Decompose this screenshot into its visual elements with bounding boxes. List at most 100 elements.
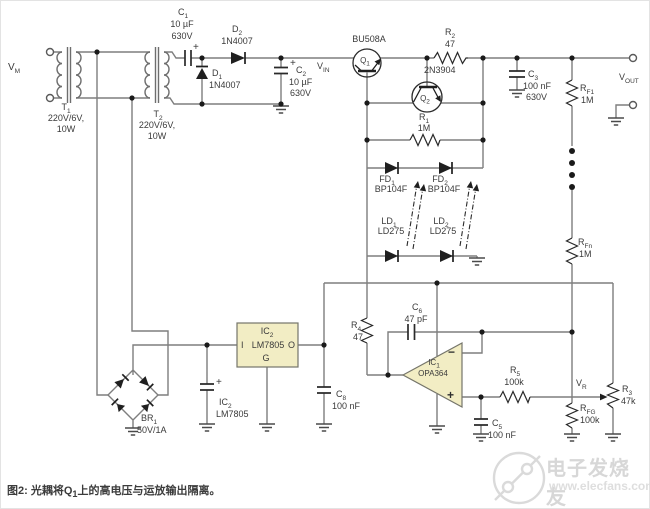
label-c5-name: C5 [492,418,503,431]
elecfans-logo-icon [492,451,546,505]
label-vout: VOUT [619,72,639,85]
resistor-r5-icon [499,390,531,405]
transistor-q1-icon [352,48,382,78]
input-terminal-bottom [45,93,55,103]
label-d2-name: D2 [231,24,243,37]
label-t2-name: T2 [153,109,163,122]
label-ic1-part: OPA364 [418,369,448,378]
label-ld1-part: LD275 [377,226,405,236]
regulator-ic2-box [236,322,299,368]
label-q2-name: Q2 [420,94,430,106]
label-rf1-value: 1M [581,95,594,105]
bridge-diode-icon [140,404,149,413]
label-fd1-part: BP104F [374,184,408,194]
vout-return-terminal [628,100,638,110]
label-rfg-name: RFG [580,403,596,416]
label-ld1-name: LD1 [381,216,397,229]
label-br1-value: 50V/1A [137,425,167,435]
label-r4-name: R4 [351,320,362,333]
label-c5-value: 100 nF [488,430,517,440]
diode-symbols [114,52,453,413]
capacitor-symbols [184,50,525,426]
transistor-symbols [352,48,443,113]
label-vr: VR [576,378,587,391]
label-t1-power: 10W [56,124,76,134]
label-q1-part: BU508A [352,34,386,44]
label-t1-rating: 220V/6V, [47,113,85,123]
label-ic2-pin-gnd: G [262,353,270,363]
bridge-diode-icon [117,404,126,413]
label-c8-name: C8 [336,389,347,402]
label-t2-rating: 220V/6V, [138,120,176,130]
c1-polarity-plus: + [193,42,199,53]
label-c1-value: 10 µF [170,19,194,29]
vout-terminal [628,53,638,63]
photodiode-fd1-icon [385,162,398,174]
filter-cap-polarity-plus: + [216,377,222,388]
wire-layer [53,51,630,434]
watermark-url: www.elecfans.com [549,479,650,493]
diode-d2-icon [231,52,245,64]
label-t1-name: T1 [61,102,71,115]
label-fd2-name: FD2 [432,174,448,187]
label-ic2-pin-out: O [288,340,296,350]
watermark-brand: 电子发烧友 [546,458,630,509]
transistor-q2-icon [411,81,443,113]
bridge-diode-icon [139,376,149,386]
resistor-r2-icon [433,51,468,65]
label-d1-name: D1 [212,68,223,81]
photodiode-fd2-icon [439,162,452,174]
label-filter-cap-name: IC2 [219,397,232,410]
resistor-rfn-icon [565,237,579,265]
transformer-symbols [56,47,170,103]
label-r4-value: 47 [353,332,364,342]
label-d2-part: 1N4007 [221,36,253,46]
label-c8-value: 100 nF [332,401,361,411]
optical-arrowheads [413,181,480,192]
label-vin: VIN [317,61,330,74]
label-r2-name: R2 [444,27,456,40]
resistor-r1-icon [409,133,441,148]
label-br1-name: BR1 [141,413,158,426]
label-r3-name: R3 [622,384,633,397]
label-r5-value: 100k [504,377,524,387]
label-fd1-name: FD1 [379,174,395,187]
label-rfn-value: 1M [579,249,592,259]
label-ic2-name: IC2 [260,326,274,339]
label-c3-value: 100 nF [523,81,552,91]
terminal-circles [45,47,638,110]
resistor-r3-icon [605,382,621,409]
label-r5-name: R5 [509,365,521,378]
label-c2-name: C2 [296,65,307,78]
label-t2-power: 10W [147,131,167,141]
label-q1-name: Q1 [360,56,370,68]
opamp-ic1-triangle [401,341,463,409]
resistor-r4-icon [360,317,374,344]
transformer-t2-icon [144,47,170,103]
label-ic2-part: LM7805 [251,340,285,350]
label-c3-voltage: 630V [526,92,548,102]
resistor-symbols [360,51,621,429]
optical-link-arrows [406,183,477,250]
label-filter-cap-part: LM7805 [216,409,249,419]
diode-bars [111,52,454,407]
label-ic1-name: IC1 [428,358,440,370]
label-c6-value: 47 pF [404,314,428,324]
label-r2-value: 47 [444,39,456,49]
label-c1-voltage: 630V [171,31,193,41]
label-r1-name: R1 [418,112,430,125]
label-rfg-value: 100k [580,415,600,425]
led-ld2-icon [440,250,453,262]
transformer-t1-icon [56,47,82,103]
label-vm: VM [8,62,21,75]
label-c3-name: C3 [528,69,539,82]
label-d1-part: 1N4007 [209,80,241,90]
label-ld2-name: LD2 [433,216,449,229]
resistor-rfg-icon [564,402,580,429]
label-ld2-part: LD275 [429,226,457,236]
label-c6-name: C6 [411,302,423,315]
c2-polarity-plus: + [290,58,296,69]
label-r1-value: 1M [417,123,431,133]
label-c1-name: C1 [177,7,189,20]
